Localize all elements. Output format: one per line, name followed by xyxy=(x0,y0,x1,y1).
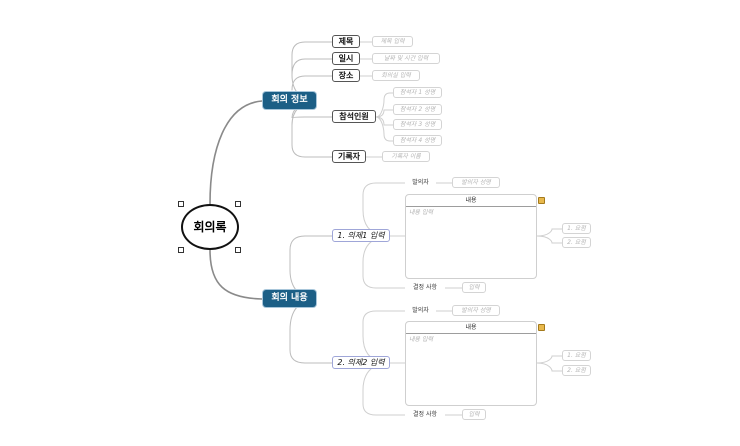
central-topic-label: 회의록 xyxy=(193,220,227,234)
placeholder-text: 기록자 이름 xyxy=(391,152,421,160)
content-header: 내용 xyxy=(406,195,536,207)
agenda-2-point-2[interactable]: 2. 요점 xyxy=(562,365,591,376)
topic-label: 기록자 xyxy=(337,151,361,161)
main-topic-meeting-content[interactable]: 회의 내용 xyxy=(263,290,316,307)
placeholder-text: 제목 입력 xyxy=(380,37,405,45)
decision-label: 결정 사항 xyxy=(413,410,437,418)
agenda-1-presenter[interactable]: 발의자 xyxy=(405,177,436,188)
selection-handle-tl[interactable] xyxy=(178,201,184,207)
placeholder-text: 참석자 2 성명 xyxy=(399,105,436,113)
placeholder-text: 참석자 4 성명 xyxy=(399,136,436,144)
placeholder-text: 입력 xyxy=(468,283,480,291)
decision-label: 결정 사항 xyxy=(413,283,437,291)
connector-central-info xyxy=(209,100,263,205)
topic-location[interactable]: 장소 xyxy=(332,69,360,82)
topic-recorder[interactable]: 기록자 xyxy=(332,150,366,163)
agenda-label: 1. 의제1 입력 xyxy=(337,230,385,240)
content-placeholder: 내용 입력 xyxy=(409,336,433,343)
placeholder-text: 발의자 성명 xyxy=(461,306,491,314)
agenda-1-point-1[interactable]: 1. 요점 xyxy=(562,223,591,234)
agenda-1-point-2[interactable]: 2. 요점 xyxy=(562,237,591,248)
content-placeholder: 내용 입력 xyxy=(409,209,433,216)
selection-handle-tr[interactable] xyxy=(235,201,241,207)
agenda-1-presenter-placeholder[interactable]: 발의자 성명 xyxy=(452,177,500,188)
recorder-placeholder[interactable]: 기록자 이름 xyxy=(382,151,430,162)
attendee-2-placeholder[interactable]: 참석자 2 성명 xyxy=(393,104,442,115)
connector-agenda1 xyxy=(362,182,563,289)
connector-info-leaves xyxy=(359,41,394,158)
presenter-label: 발의자 xyxy=(412,306,429,314)
placeholder-text: 참석자 1 성명 xyxy=(399,88,436,96)
placeholder-text: 1. 요점 xyxy=(567,224,586,232)
main-topic-label: 회의 정보 xyxy=(271,95,308,105)
topic-label: 참석인원 xyxy=(339,111,369,121)
presenter-label: 발의자 xyxy=(412,178,429,186)
placeholder-text: 2. 요점 xyxy=(567,366,586,374)
agenda-2-content-box[interactable]: 내용 내용 입력 xyxy=(405,321,537,406)
datetime-placeholder[interactable]: 날짜 및 시간 입력 xyxy=(372,53,440,64)
placeholder-text: 2. 요점 xyxy=(567,238,586,246)
agenda-1-decision[interactable]: 결정 사항 xyxy=(405,282,445,293)
agenda-2-point-1[interactable]: 1. 요점 xyxy=(562,350,591,361)
agenda-label: 2. 의제2 입력 xyxy=(337,357,385,367)
note-icon[interactable] xyxy=(538,197,545,204)
placeholder-text: 회의실 입력 xyxy=(381,71,411,79)
main-topic-meeting-info[interactable]: 회의 정보 xyxy=(263,92,316,109)
topic-datetime[interactable]: 일시 xyxy=(332,52,360,65)
topic-attendees[interactable]: 참석인원 xyxy=(332,110,376,123)
agenda-1-content-box[interactable]: 내용 내용 입력 xyxy=(405,194,537,279)
placeholder-text: 발의자 성명 xyxy=(461,178,491,186)
placeholder-text: 1. 요점 xyxy=(567,351,586,359)
content-header: 내용 xyxy=(406,322,536,334)
attendee-4-placeholder[interactable]: 참석자 4 성명 xyxy=(393,135,442,146)
agenda-2-decision[interactable]: 결정 사항 xyxy=(405,409,445,420)
note-icon[interactable] xyxy=(538,324,545,331)
central-topic[interactable]: 회의록 xyxy=(181,204,239,250)
connector-central-content xyxy=(209,249,263,300)
topic-label: 장소 xyxy=(338,70,354,80)
agenda-2[interactable]: 2. 의제2 입력 xyxy=(332,356,390,369)
topic-title[interactable]: 제목 xyxy=(332,35,360,48)
agenda-1-decision-placeholder[interactable]: 입력 xyxy=(462,282,486,293)
agenda-2-decision-placeholder[interactable]: 입력 xyxy=(462,409,486,420)
placeholder-text: 참석자 3 성명 xyxy=(399,120,436,128)
placeholder-text: 입력 xyxy=(468,410,480,418)
agenda-2-presenter[interactable]: 발의자 xyxy=(405,305,436,316)
topic-label: 제목 xyxy=(338,36,354,46)
topic-label: 일시 xyxy=(338,53,354,63)
attendee-1-placeholder[interactable]: 참석자 1 성명 xyxy=(393,87,442,98)
placeholder-text: 날짜 및 시간 입력 xyxy=(383,54,429,62)
title-placeholder[interactable]: 제목 입력 xyxy=(372,36,413,47)
selection-handle-bl[interactable] xyxy=(178,247,184,253)
location-placeholder[interactable]: 회의실 입력 xyxy=(372,70,420,81)
agenda-2-presenter-placeholder[interactable]: 발의자 성명 xyxy=(452,305,500,316)
main-topic-label: 회의 내용 xyxy=(271,293,308,303)
attendee-3-placeholder[interactable]: 참석자 3 성명 xyxy=(393,119,442,130)
selection-handle-br[interactable] xyxy=(235,247,241,253)
agenda-1[interactable]: 1. 의제1 입력 xyxy=(332,229,390,242)
